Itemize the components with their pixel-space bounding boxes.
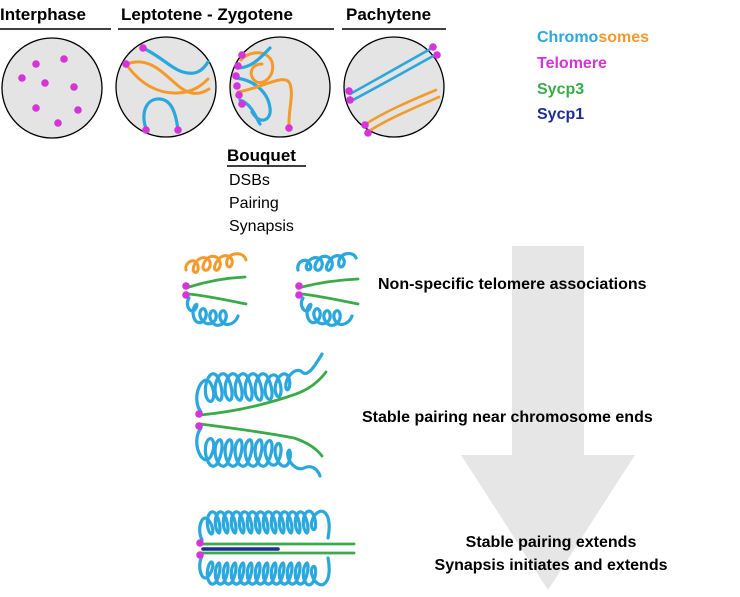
bouquet-item: Synapsis bbox=[229, 218, 294, 235]
stage-label-leptotene-zygotene: Leptotene - Zygotene bbox=[121, 5, 293, 24]
telomere-dot bbox=[32, 60, 40, 68]
legend-chromosomes: Chromosomes bbox=[537, 29, 649, 46]
step3-label-line2: Synapsis initiates and extends bbox=[435, 557, 668, 574]
nucleus-zygotene-bouquet bbox=[229, 36, 331, 138]
legend-sycp3: Sycp3 bbox=[537, 81, 584, 98]
step1-illustration-right bbox=[295, 251, 360, 327]
bouquet-title: Bouquet bbox=[227, 146, 296, 165]
telomere-dot bbox=[60, 55, 68, 63]
step1-illustration-left bbox=[182, 252, 248, 327]
bouquet-item: DSBs bbox=[229, 172, 270, 189]
step3-illustration bbox=[196, 509, 356, 587]
progression-arrow bbox=[461, 246, 635, 590]
bouquet-item: Pairing bbox=[229, 195, 279, 212]
telomere-dot bbox=[54, 119, 62, 127]
legend-telomere: Telomere bbox=[537, 55, 607, 72]
legend-chromosomes-blue: Chromo bbox=[537, 29, 599, 46]
legend-chromosomes-orange: somes bbox=[598, 29, 649, 46]
stage-label-pachytene: Pachytene bbox=[346, 5, 431, 24]
step2-illustration bbox=[195, 352, 328, 478]
nucleus-leptotene bbox=[115, 36, 217, 138]
step2-label: Stable pairing near chromosome ends bbox=[362, 409, 653, 426]
telomere-dot bbox=[32, 104, 40, 112]
step3-label-line1: Stable pairing extends bbox=[466, 534, 637, 551]
telomere-dot bbox=[18, 74, 26, 82]
telomere-dot bbox=[74, 106, 82, 114]
stage-label-interphase: Interphase bbox=[0, 5, 86, 24]
step1-label: Non-specific telomere associations bbox=[378, 276, 647, 293]
telomere-dot bbox=[41, 79, 49, 87]
nucleus-interphase bbox=[1, 37, 103, 139]
telomere-dot bbox=[70, 83, 78, 91]
nucleus-pachytene bbox=[343, 36, 445, 138]
legend-sycp1: Sycp1 bbox=[537, 106, 584, 123]
